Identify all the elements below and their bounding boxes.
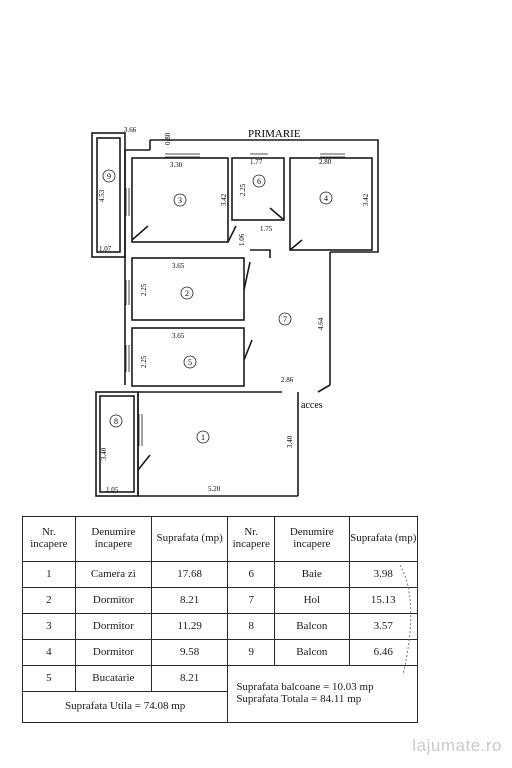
room-8-number: 8 xyxy=(114,417,118,426)
total-area-label: Suprafata Totala xyxy=(236,693,309,705)
dim-label: 3.42 xyxy=(220,193,228,206)
balcony-9 xyxy=(91,132,126,258)
dim-label: 2.25 xyxy=(239,183,247,196)
door-room6 xyxy=(269,207,285,221)
hall-wall-top xyxy=(250,249,271,258)
door-room5 xyxy=(243,339,253,361)
balcony-9-inner xyxy=(96,137,121,253)
dim-label: 2.25 xyxy=(140,355,148,368)
area-table: Nr. incapere Denumire incapere Suprafata… xyxy=(21,516,418,723)
entrance-label: acces xyxy=(301,400,323,411)
watermark-logo: lajumate.ro xyxy=(412,736,502,755)
room-5 xyxy=(131,327,245,387)
stamp-mark xyxy=(399,564,412,676)
balcony-8 xyxy=(95,391,139,497)
room-1-number: 1 xyxy=(201,433,205,442)
header-denumire: Denumire incapere xyxy=(274,516,350,562)
header-denumire: Denumire incapere xyxy=(74,516,153,562)
dim-label: 4.53 xyxy=(98,189,106,202)
dim-label: 3.40 xyxy=(100,447,108,460)
header-nr: Nr. incapere xyxy=(22,516,76,562)
room-4 xyxy=(289,157,373,251)
room-3-number: 3 xyxy=(178,196,182,205)
table-row: 3 Dormitor 11.29 8 Balcon 3.57 xyxy=(22,613,418,640)
room-6 xyxy=(231,157,285,221)
usable-area-cell: Suprafata Utila = 74.08 mp xyxy=(21,691,229,723)
dim-label: 2.25 xyxy=(140,283,148,296)
room-6-number: 6 xyxy=(257,177,261,186)
room-4-number: 4 xyxy=(324,194,328,203)
dim-label: 3.40 xyxy=(286,435,294,448)
room-2-number: 2 xyxy=(185,289,189,298)
dim-label: 2.80 xyxy=(319,158,332,166)
totals-cell: Suprafata balcoane = 10.03 mp Suprafata … xyxy=(227,665,418,723)
door-balcony8 xyxy=(137,454,151,471)
header-suprafata: Suprafata (mp) xyxy=(151,516,229,562)
dim-label: 1.77 xyxy=(250,158,263,166)
table-row: 4 Dormitor 9.58 9 Balcon 6.46 xyxy=(22,639,418,666)
total-area-value: 84.11 mp xyxy=(320,693,362,705)
dim-label: 4.64 xyxy=(317,317,325,330)
door-room4 xyxy=(289,239,303,251)
dim-label: 3.42 xyxy=(362,193,370,206)
door-room3 xyxy=(227,225,237,243)
entrance-door xyxy=(317,384,331,393)
room-5-number: 5 xyxy=(188,358,192,367)
room-7-number: 7 xyxy=(283,315,287,324)
usable-area-value: 74.08 mp xyxy=(143,700,186,713)
dim-label: 3.66 xyxy=(124,126,137,134)
dim-label: 1.07 xyxy=(99,245,112,253)
dim-label: 1.75 xyxy=(260,225,273,233)
dim-label: 1.05 xyxy=(106,486,119,494)
floor-plan: PRIMARIE acces 1 2 3 4 5 6 7 8 9 3.66 0.… xyxy=(91,126,379,497)
door-balcony9 xyxy=(131,225,149,241)
dim-label: 2.86 xyxy=(281,376,294,384)
table-row: 5 Bucatarie 8.21 Suprafata balcoane = 10… xyxy=(22,665,418,723)
usable-area-label: Suprafata Utila xyxy=(65,700,132,713)
dim-label: 3.65 xyxy=(172,262,185,270)
balcony-area-label: Suprafata balcoane xyxy=(236,681,321,694)
room-3 xyxy=(131,157,229,243)
dim-label: 1.06 xyxy=(238,233,246,246)
dim-label: 3.65 xyxy=(172,332,185,340)
room-9-number: 9 xyxy=(107,172,111,181)
dim-label: 0.80 xyxy=(164,132,172,145)
table-row: 2 Dormitor 8.21 7 Hol 15.13 xyxy=(22,587,418,614)
street-label: PRIMARIE xyxy=(248,128,301,140)
door-room2 xyxy=(243,261,251,291)
dim-label: 3.30 xyxy=(170,161,183,169)
dim-label: 5.20 xyxy=(208,485,221,493)
header-suprafata: Suprafata (mp) xyxy=(348,516,418,562)
balcony-8-inner xyxy=(99,395,135,493)
table-row: 1 Camera zi 17.68 6 Baie 3.98 xyxy=(22,561,418,588)
balcony-area-value: 10.03 mp xyxy=(332,681,374,694)
outer-wall-top-right xyxy=(150,139,379,253)
header-nr: Nr. incapere xyxy=(227,516,276,562)
